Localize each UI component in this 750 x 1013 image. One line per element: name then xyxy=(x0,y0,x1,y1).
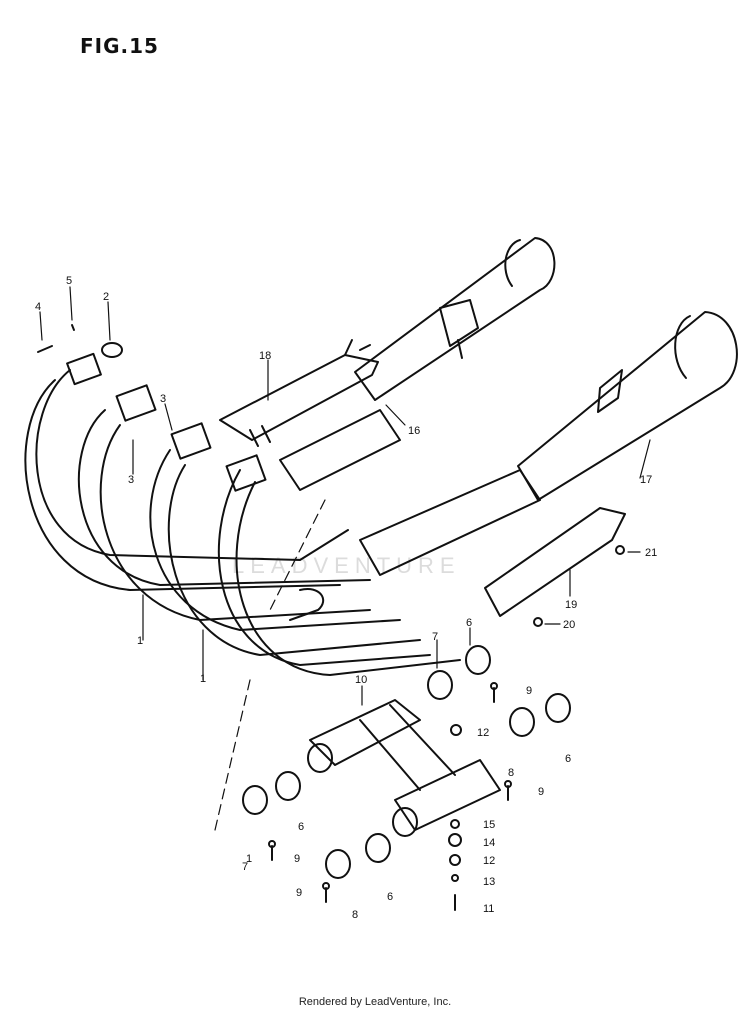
callout-3: 3 xyxy=(128,474,134,486)
callout-14: 14 xyxy=(483,837,495,849)
callout-11: 11 xyxy=(483,903,494,915)
callout-9: 9 xyxy=(538,786,544,798)
callout-17: 17 xyxy=(640,474,652,486)
clamps-3 xyxy=(66,352,267,492)
callout-9: 9 xyxy=(294,853,300,865)
callout-19: 19 xyxy=(565,599,577,611)
callout-4: 4 xyxy=(35,301,41,313)
callout-1: 1 xyxy=(137,635,143,647)
gasket-2 xyxy=(101,342,123,358)
callout-21: 21 xyxy=(645,547,657,559)
clamps-and-sleeves xyxy=(242,645,571,879)
leader-lines xyxy=(39,286,651,831)
callout-1: 1 xyxy=(200,673,206,685)
callout-9: 9 xyxy=(526,685,532,697)
callout-13: 13 xyxy=(483,876,495,888)
callout-labels: 1 1 1 2 3 3 4 5 6 6 6 6 7 7 8 8 9 9 9 9 … xyxy=(35,275,657,921)
heat-shield-18 xyxy=(219,339,379,447)
callout-3: 3 xyxy=(160,393,166,405)
footer-credit: Rendered by LeadVenture, Inc. xyxy=(298,996,452,1008)
callout-6: 6 xyxy=(466,617,472,629)
callout-12: 12 xyxy=(483,855,495,867)
connector-pipe-10 xyxy=(307,699,501,837)
nut-5 xyxy=(71,324,75,331)
callout-15: 15 xyxy=(483,819,495,831)
callout-8: 8 xyxy=(352,909,358,921)
callout-6: 6 xyxy=(387,891,393,903)
callout-6: 6 xyxy=(565,753,571,765)
bolt-4 xyxy=(37,345,53,353)
callout-2: 2 xyxy=(103,291,109,303)
callout-5: 5 xyxy=(66,275,72,287)
callout-7: 7 xyxy=(432,631,438,643)
muffler-17 xyxy=(517,311,738,501)
header-pipes xyxy=(24,369,541,676)
callout-8: 8 xyxy=(508,767,514,779)
callout-20: 20 xyxy=(563,619,575,631)
callout-12: 12 xyxy=(477,727,489,739)
small-hardware xyxy=(268,545,625,911)
callout-6: 6 xyxy=(298,821,304,833)
callout-1: 1 xyxy=(246,853,252,865)
callout-7: 7 xyxy=(242,861,248,873)
muffler-16 xyxy=(354,237,556,401)
callout-10: 10 xyxy=(355,674,367,686)
heat-shield-19 xyxy=(484,507,626,617)
callout-9: 9 xyxy=(296,887,302,899)
callout-16: 16 xyxy=(408,425,420,437)
callout-18: 18 xyxy=(259,350,271,362)
figure-title: FIG.15 xyxy=(80,34,159,58)
